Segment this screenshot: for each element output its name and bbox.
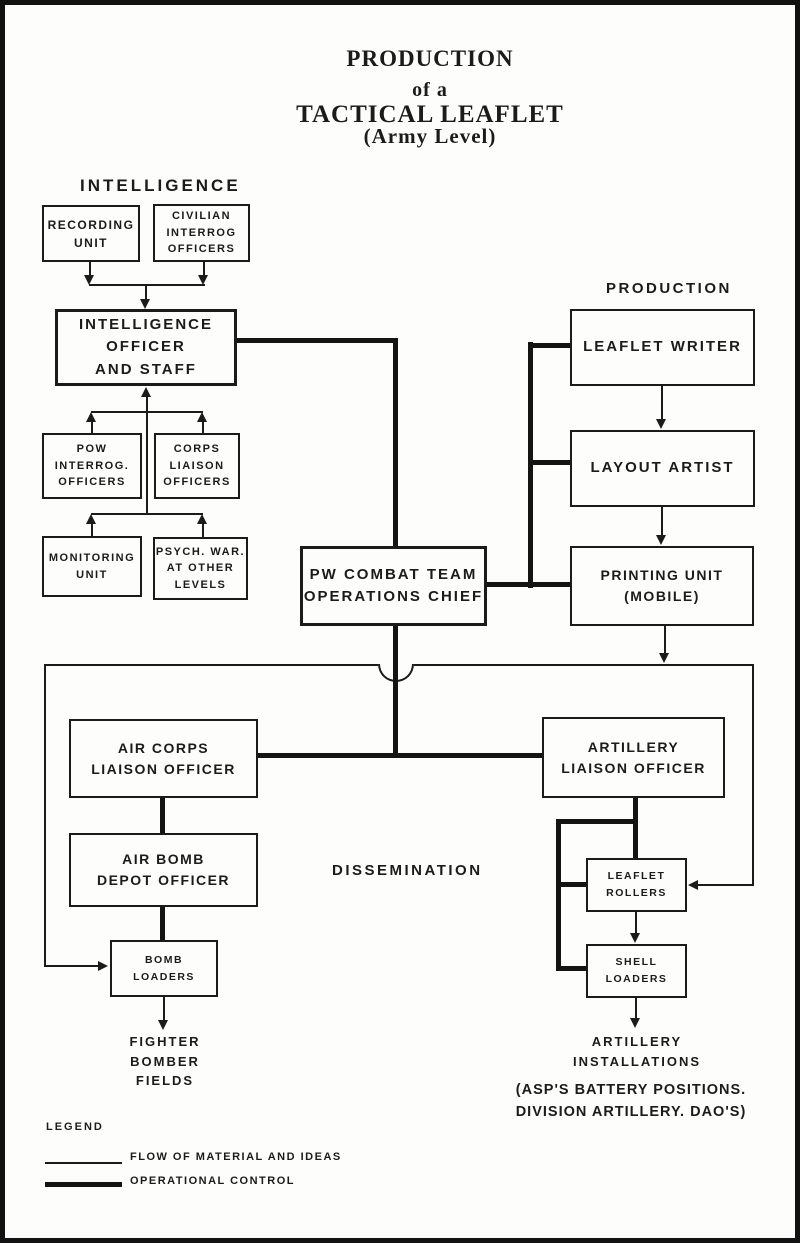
control-line xyxy=(556,819,638,824)
legend-title: LEGEND xyxy=(46,1121,104,1133)
flow-arrowhead-down xyxy=(140,299,150,309)
box-bomb-loaders: BOMB LOADERS xyxy=(110,940,218,997)
control-line xyxy=(393,626,398,758)
flow-arrowhead-up xyxy=(86,514,96,524)
control-line xyxy=(257,753,542,758)
flow-arrowhead-down xyxy=(630,933,640,943)
box-civilian-interrog: CIVILIAN INTERROG OFFICERS xyxy=(153,204,250,262)
box-pow-interrog: POW INTERROG. OFFICERS xyxy=(42,433,142,499)
flow-line xyxy=(202,523,204,537)
box-leaflet-writer: LEAFLET WRITER xyxy=(570,309,755,386)
flow-line xyxy=(44,965,98,967)
title-line-3: TACTICAL LEAFLET xyxy=(296,101,564,128)
flow-arrowhead-down xyxy=(158,1020,168,1030)
box-psych-war: PSYCH. WAR. AT OTHER LEVELS xyxy=(153,537,248,600)
control-line xyxy=(531,343,571,348)
terminal-artillery-installations: ARTILLERY INSTALLATIONS xyxy=(572,1034,702,1069)
control-line xyxy=(558,966,587,971)
flow-arrowhead-up xyxy=(86,412,96,422)
heading-intelligence: INTELLIGENCE xyxy=(80,176,241,195)
legend-control-label: OPERATIONAL CONTROL xyxy=(130,1175,295,1187)
control-line xyxy=(487,582,571,587)
flow-arrowhead-down xyxy=(84,275,94,285)
flow-line xyxy=(91,421,93,433)
box-artillery-liaison: ARTILLERY LIAISON OFFICER xyxy=(542,717,725,798)
terminal-artillery-note: (ASP'S BATTERY POSITIONS. DIVISION ARTIL… xyxy=(515,1082,747,1120)
title-line-4: (Army Level) xyxy=(363,124,497,148)
flow-arrowhead-down xyxy=(656,535,666,545)
flow-line xyxy=(89,284,205,286)
flow-line xyxy=(664,626,666,654)
flow-line xyxy=(146,396,148,515)
flow-line xyxy=(89,262,91,276)
flow-line xyxy=(91,523,93,536)
box-recording-unit: RECORDING UNIT xyxy=(42,205,140,262)
flow-arrowhead-down xyxy=(198,275,208,285)
flow-line xyxy=(44,664,46,967)
control-line xyxy=(237,338,398,343)
control-line xyxy=(393,338,398,546)
flow-line-distribution-left xyxy=(44,664,378,666)
flow-line xyxy=(752,664,754,886)
flow-line xyxy=(202,421,204,433)
box-intelligence-officer: INTELLIGENCE OFFICER AND STAFF xyxy=(55,309,237,386)
flow-line xyxy=(661,386,663,419)
legend-flow-line-sample xyxy=(45,1162,122,1164)
flow-arrowhead-up xyxy=(141,387,151,397)
flow-arrowhead-left xyxy=(688,880,698,890)
flow-line xyxy=(635,912,637,933)
control-line xyxy=(558,882,587,887)
flow-line xyxy=(145,286,147,300)
flow-arrowhead-down xyxy=(656,419,666,429)
box-printing-unit: PRINTING UNIT (MOBILE) xyxy=(570,546,754,626)
title-line-2: of a xyxy=(412,79,448,101)
box-monitoring-unit: MONITORING UNIT xyxy=(42,536,142,597)
flow-line-distribution-right xyxy=(414,664,753,666)
flow-line xyxy=(163,997,165,1020)
flow-arrowhead-up xyxy=(197,412,207,422)
heading-production: PRODUCTION xyxy=(606,280,732,297)
control-line xyxy=(160,798,165,834)
flow-line xyxy=(91,513,203,515)
flow-arrowhead-up xyxy=(197,514,207,524)
flow-arrowhead-right xyxy=(98,961,108,971)
legend-flow-label: FLOW OF MATERIAL AND IDEAS xyxy=(130,1151,342,1163)
terminal-fighter-fields: FIGHTER BOMBER FIELDS xyxy=(129,1034,201,1088)
control-line xyxy=(531,460,571,465)
box-layout-artist: LAYOUT ARTIST xyxy=(570,430,755,507)
control-line xyxy=(633,798,638,859)
box-corps-liaison: CORPS LIAISON OFFICERS xyxy=(154,433,240,499)
box-shell-loaders: SHELL LOADERS xyxy=(586,944,687,998)
title-line-1: PRODUCTION xyxy=(346,46,514,71)
box-air-corps: AIR CORPS LIAISON OFFICER xyxy=(69,719,258,798)
flow-line xyxy=(635,998,637,1018)
legend-control-line-sample xyxy=(45,1182,122,1187)
heading-dissemination: DISSEMINATION xyxy=(332,862,483,879)
flow-line xyxy=(203,260,205,276)
control-line xyxy=(160,907,165,941)
control-line xyxy=(528,342,533,588)
flow-line xyxy=(698,884,754,886)
control-line xyxy=(556,819,561,971)
box-pw-combat: PW COMBAT TEAM OPERATIONS CHIEF xyxy=(300,546,487,626)
box-air-bomb: AIR BOMB DEPOT OFFICER xyxy=(69,833,258,907)
flow-arrowhead-down xyxy=(630,1018,640,1028)
flow-line xyxy=(661,507,663,535)
flow-arrowhead-down xyxy=(659,653,669,663)
box-leaflet-rollers: LEAFLET ROLLERS xyxy=(586,858,687,912)
